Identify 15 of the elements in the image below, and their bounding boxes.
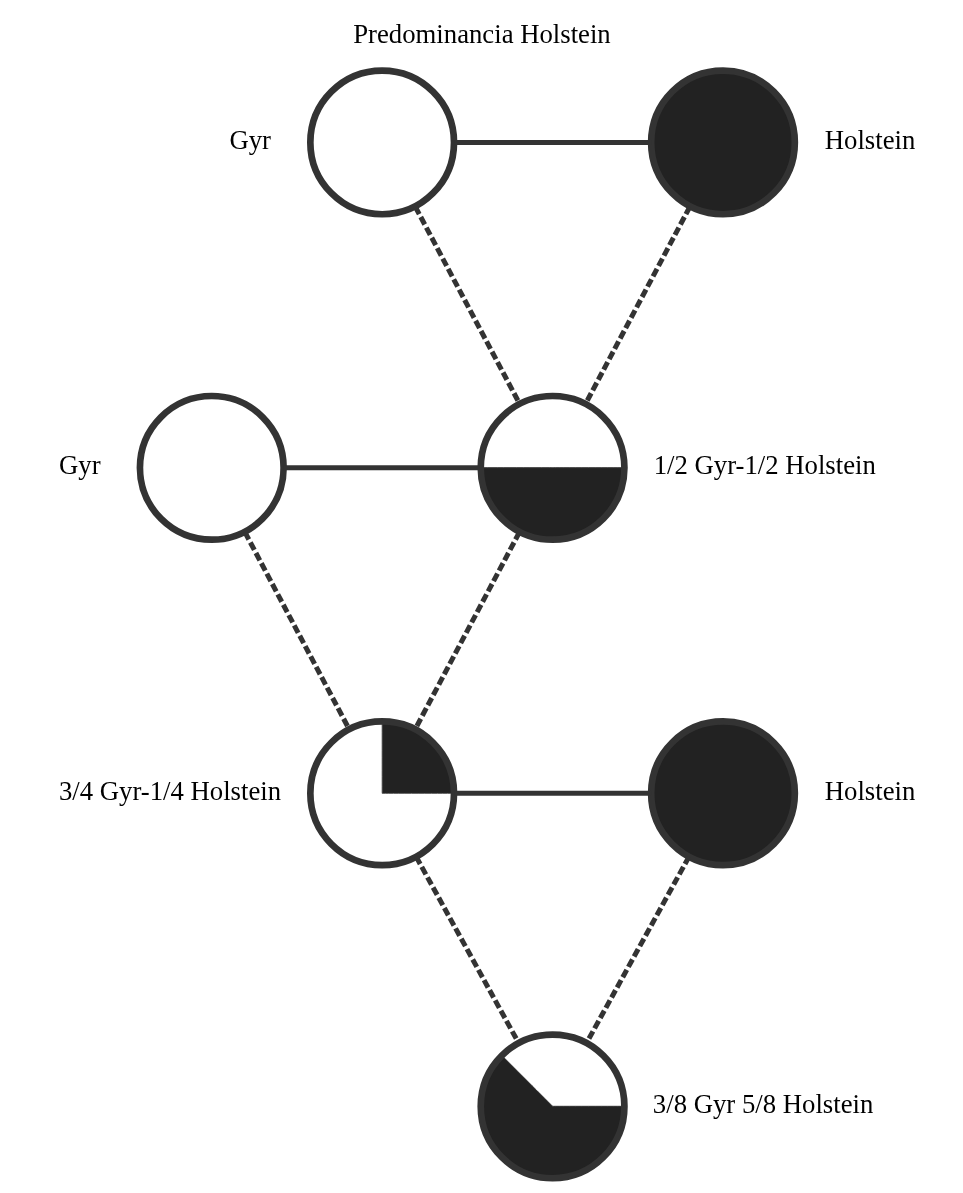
connector [283, 465, 481, 471]
node-label: 1/2 Gyr-1/2 Holstein [653, 450, 876, 481]
connector [412, 531, 522, 731]
diagram-title: Predominancia Holstein [352, 18, 611, 49]
node-label: Holstein [824, 775, 915, 806]
node-circle [647, 718, 798, 869]
node-label: Gyr [58, 450, 101, 481]
node-label: 3/4 Gyr-1/4 Holstein [58, 775, 281, 806]
node-label: Gyr [228, 124, 271, 155]
node-circle [136, 392, 287, 544]
connector [583, 205, 692, 405]
node-label: Holstein [824, 124, 915, 155]
node-circle [647, 67, 798, 218]
node-label: 3/8 Gyr 5/8 Holstein [652, 1088, 873, 1119]
node-circle [306, 67, 457, 218]
